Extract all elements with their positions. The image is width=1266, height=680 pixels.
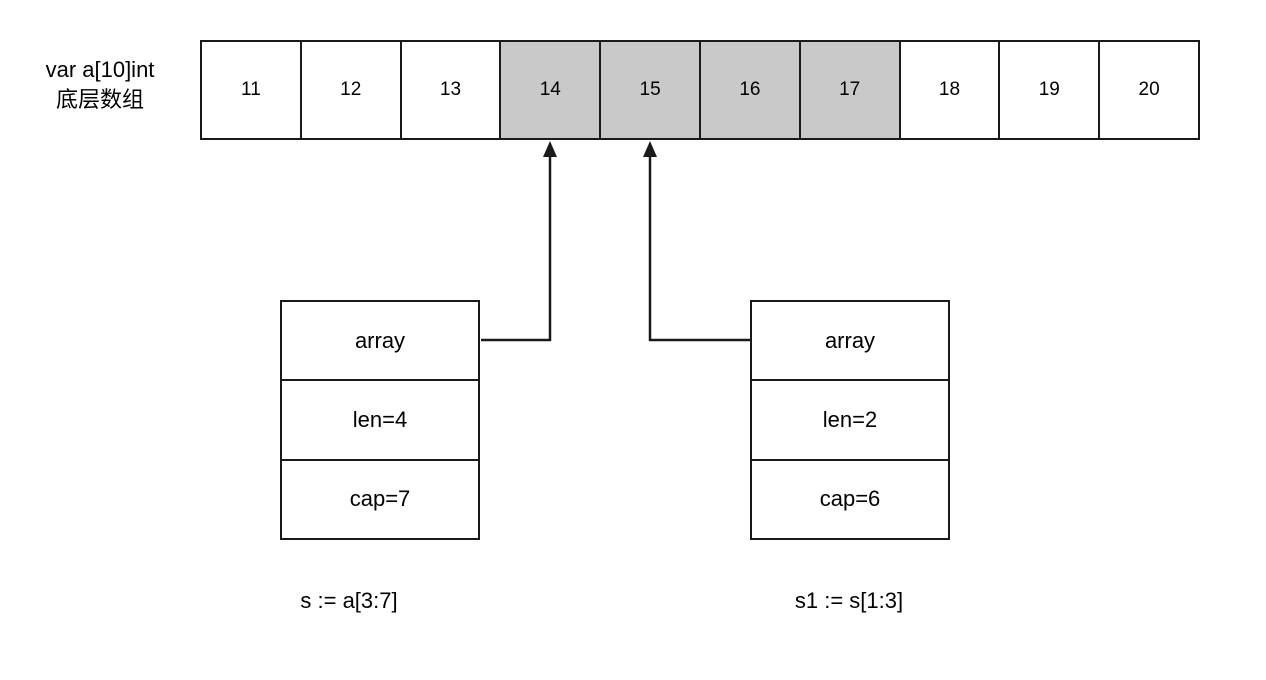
array-cell-value: 12 xyxy=(340,79,362,100)
pointer-arrow-s xyxy=(481,141,557,342)
arrowhead-up-icon xyxy=(643,141,657,157)
array-cell-value: 18 xyxy=(938,79,961,100)
array-cell-value: 15 xyxy=(639,79,661,100)
pointer-arrow-s1 xyxy=(643,141,751,342)
underlying-array: 11 12 13 14 15 16 17 18 19 20 xyxy=(200,40,1200,140)
array-cell: 19 xyxy=(1000,42,1101,138)
slice-s-caption: s := a[3:7] xyxy=(300,588,398,613)
array-label-line2: 底层数组 xyxy=(55,87,144,112)
array-cell: 18 xyxy=(900,42,1001,138)
slice-s-struct: array len=4 cap=7 xyxy=(280,300,480,540)
slice-s-field-array: array xyxy=(354,327,406,353)
array-cell: 16 xyxy=(700,42,801,138)
array-cell-value: 20 xyxy=(1138,79,1160,100)
array-cell: 14 xyxy=(501,42,602,138)
array-label-line1: var a[10]int xyxy=(45,57,155,82)
array-cell: 17 xyxy=(800,42,901,138)
array-cell-value: 19 xyxy=(1038,79,1060,100)
array-cell-value: 11 xyxy=(241,79,261,100)
slice-s1-field-cap: cap=6 xyxy=(752,458,948,538)
slice-s1-struct: array len=2 cap=6 xyxy=(750,300,950,540)
array-cell-value: 14 xyxy=(539,79,561,100)
array-cell-value: 16 xyxy=(739,79,761,100)
array-cell: 11 xyxy=(202,42,302,138)
array-cell: 20 xyxy=(1100,42,1198,138)
slice-s1-field-array: array xyxy=(824,327,876,353)
slice-s-field-cap: cap=7 xyxy=(282,458,478,538)
arrowhead-up-icon xyxy=(543,141,557,157)
slice-s1-caption: s1 := s[1:3] xyxy=(794,588,904,613)
array-cell-value: 13 xyxy=(439,79,462,100)
array-cell-value: 17 xyxy=(839,79,861,100)
slice-s-field-len: len=4 xyxy=(282,379,478,458)
array-cell: 12 xyxy=(301,42,402,138)
array-cell: 13 xyxy=(401,42,502,138)
slice-s1-field-len: len=2 xyxy=(752,379,948,458)
array-label: var a[10]int 底层数组 xyxy=(14,55,186,115)
array-cell: 15 xyxy=(601,42,701,138)
